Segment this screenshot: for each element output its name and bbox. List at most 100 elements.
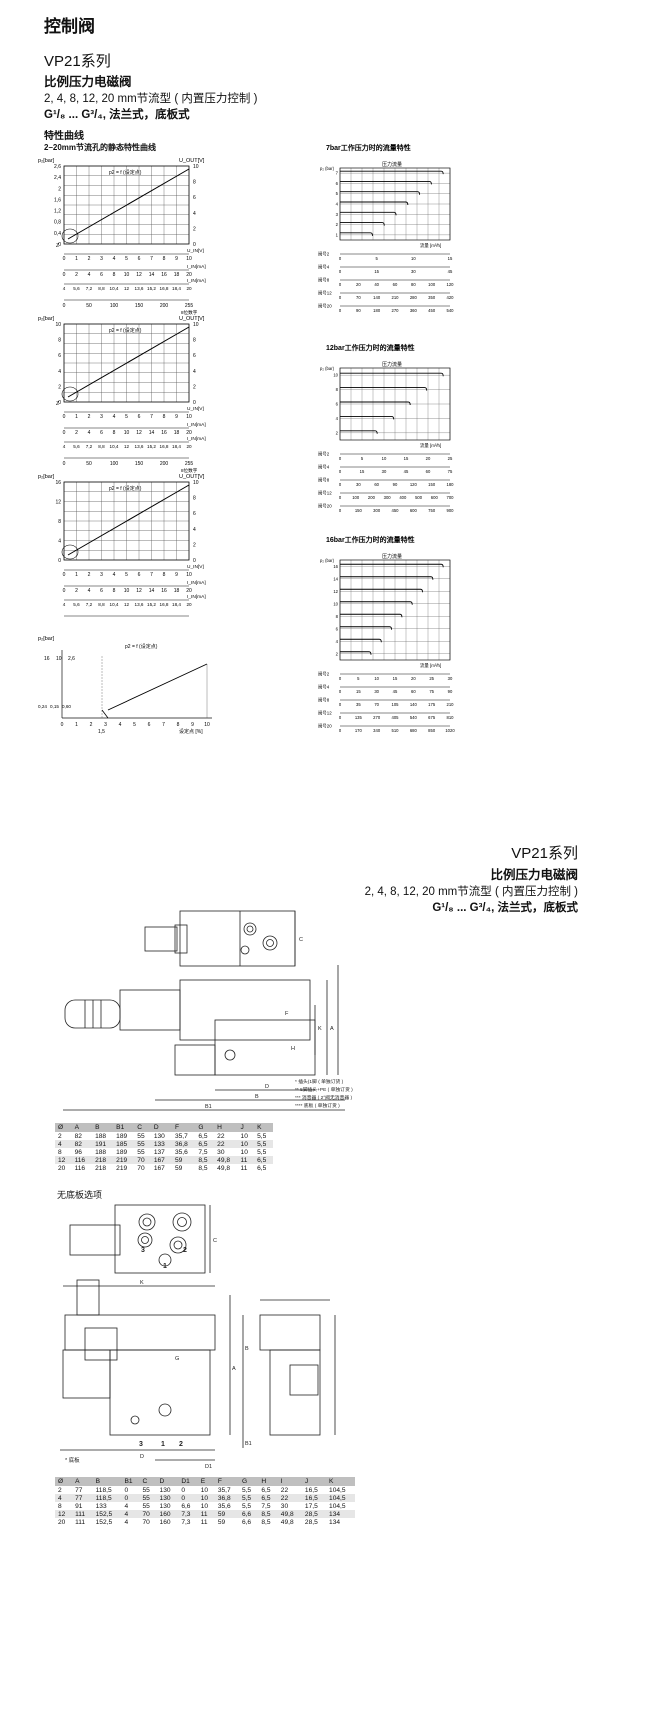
note-1: * 插头(1脚 ( 单独订货 ) <box>295 1078 344 1085</box>
uin-tick: 7 <box>150 256 153 262</box>
flow-y-tick: 6 <box>336 626 339 631</box>
static-chart-y-tick: 0,4 <box>54 231 61 237</box>
flow-y-tick: 10 <box>333 601 338 606</box>
table-header-cell: H <box>258 1477 278 1486</box>
table-cell: 10 <box>240 1132 248 1140</box>
flow-y-tick: 4 <box>336 202 339 207</box>
dim-label-c: C <box>299 937 303 943</box>
table-cell: 55 <box>139 1494 157 1502</box>
ima-tick: 4 <box>63 602 66 607</box>
table-cell: 35,7 <box>217 1486 231 1494</box>
table-cell: 2 <box>58 1486 62 1494</box>
flow-row-tick: 340 <box>373 728 381 733</box>
ma-tick: 10 <box>124 588 130 594</box>
table-cell: 8,5 <box>198 1164 208 1172</box>
flow-row-tick: 15 <box>360 469 365 474</box>
static-chart-r-tick: 10 <box>193 164 199 170</box>
static-chart-y-tick: 1,2 <box>54 209 61 215</box>
uin-tick: 0 <box>63 414 66 420</box>
flow-curve <box>340 651 372 655</box>
flow-row-label: 阀号4 <box>318 464 330 471</box>
flow-row-tick: 30 <box>448 676 453 681</box>
static-chart-r-tick: 0 <box>193 558 196 564</box>
ma-tick: 12 <box>136 588 142 594</box>
ma-tick: 12 <box>136 272 142 278</box>
table-cell: 70 <box>134 1156 151 1164</box>
flow-y-tick: 8 <box>336 614 339 619</box>
flow-y-tick: 6 <box>336 181 339 186</box>
flow-row-tick: 5 <box>375 256 378 261</box>
table-cell: 6,5 <box>254 1156 273 1164</box>
uin-tick: 7 <box>150 572 153 578</box>
ma-tick: 14 <box>149 430 155 436</box>
static-chart-r-tick: 2 <box>193 384 196 390</box>
uin-tick: 2 <box>88 414 91 420</box>
table-cell: 55 <box>137 1148 145 1156</box>
table-cell: 0 <box>178 1494 198 1502</box>
table-cell: 49,8 <box>217 1164 230 1172</box>
table-cell: 77 <box>72 1494 93 1502</box>
uin-tick: 5 <box>125 256 128 262</box>
ima-label: I_IN[mA] <box>187 594 206 600</box>
table-cell: 160 <box>156 1510 179 1518</box>
dimension-drawing-flange: B1 B D A C K F H * 插头(1脚 ( 单独订货 ) ** 5脚插… <box>63 910 353 1111</box>
flow-row-label: 阀号8 <box>318 697 330 704</box>
flow-y-tick: 2 <box>336 430 339 435</box>
ma-tick: 4 <box>88 588 91 594</box>
ima-tick: 5,6 <box>73 444 80 449</box>
flow-row-tick: 405 <box>392 715 400 720</box>
static-chart-y-tick: 2 <box>58 384 61 390</box>
ma-tick: 2 <box>75 430 78 436</box>
flow-y-tick: 6 <box>336 402 339 407</box>
flow-row-tick: 675 <box>428 715 436 720</box>
flow-y-tick: 2 <box>336 222 339 227</box>
static-chart-curve <box>67 168 190 240</box>
dim-label-b1: B1 <box>205 1104 212 1110</box>
ima-label: I_IN[mA] <box>187 436 206 442</box>
flow-row-tick: 0 <box>339 715 342 720</box>
setpoint-y-unit: p₂[bar] <box>38 636 55 642</box>
flow-row-tick: 90 <box>448 689 453 694</box>
setpoint-low-val: 0,60 <box>62 704 71 709</box>
ima-tick: 18,4 <box>172 286 181 291</box>
flow-inner-title: 压力流量 <box>382 553 402 560</box>
uin-label: U_IN[V] <box>187 564 204 570</box>
ma-tick: 0 <box>63 430 66 436</box>
flow-row-tick: 810 <box>447 715 455 720</box>
ima-tick: 18,4 <box>172 444 181 449</box>
port-label-3-front: 3 <box>139 1441 143 1448</box>
setpoint-x-tick: 9 <box>191 722 194 728</box>
table-header-cell: J <box>301 1477 327 1486</box>
ma-tick: 16 <box>161 272 167 278</box>
table-cell: 11 <box>237 1156 255 1164</box>
static-chart-y-tick: 4 <box>58 539 61 545</box>
table-cell: 2 <box>58 1132 62 1140</box>
setpoint-formula: p2 = f (设定点) <box>125 643 158 650</box>
flow-row-tick: 0 <box>339 676 342 681</box>
flow-row-tick: 900 <box>447 508 455 513</box>
setpoint-curve <box>107 663 208 711</box>
flow-y-tick: 1 <box>336 232 339 237</box>
table-cell: 188 <box>95 1132 107 1140</box>
flow-frame <box>339 167 451 241</box>
static-chart-3: p₂[bar]U_OUT[V]p2 = f (设定点)1612840108642… <box>38 474 206 617</box>
table-cell: 10 <box>240 1148 248 1156</box>
static-chart-r-tick: 2 <box>193 542 196 548</box>
ima-tick: 5,6 <box>73 286 80 291</box>
static-chart-formula: p2 = f (设定点) <box>109 327 142 334</box>
bit-tick: 0 <box>63 461 66 467</box>
flow-curve <box>340 563 444 568</box>
flow-row-label: 阀号2 <box>318 671 330 678</box>
ima-label: I_IN[mA] <box>187 278 206 284</box>
bit-tick: 200 <box>160 303 169 309</box>
bit-tick: 200 <box>160 461 169 467</box>
flow-row-label: 阀号20 <box>318 723 332 730</box>
table-cell: 70 <box>137 1164 145 1172</box>
flow-row-tick: 500 <box>415 495 423 500</box>
ma-tick: 12 <box>136 430 142 436</box>
flow-y-unit: p₂ (bar) <box>320 166 335 171</box>
flow-row-tick: 105 <box>392 702 400 707</box>
